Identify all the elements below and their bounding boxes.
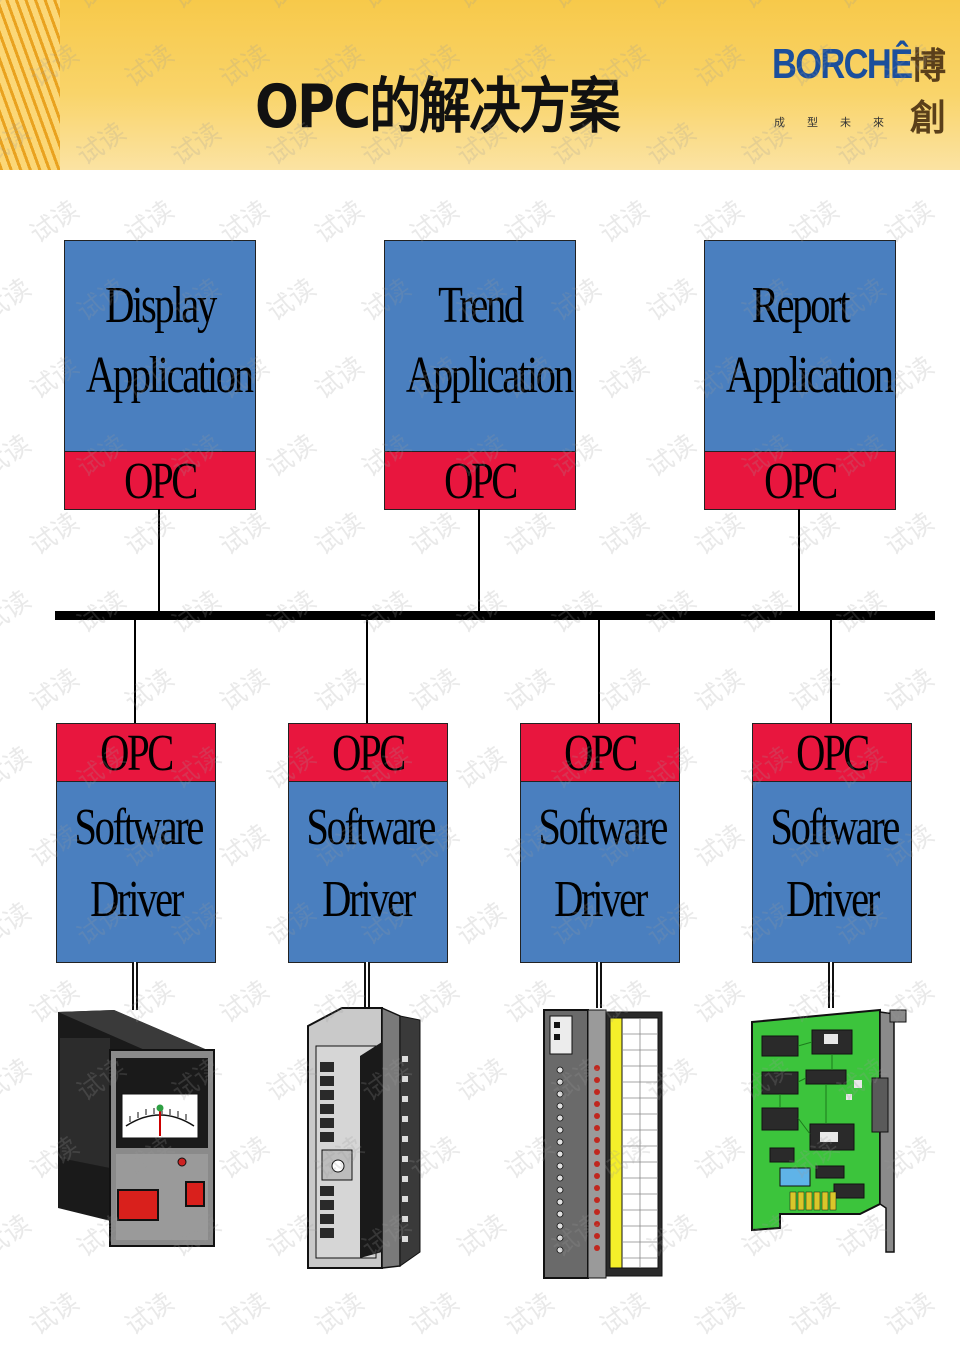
software-driver-box: OPC Software Driver <box>752 723 912 963</box>
watermark-text: 试读 <box>310 507 370 561</box>
watermark-text: 试读 <box>0 585 37 639</box>
watermark-text: 试读 <box>880 1287 940 1341</box>
application-opc-interface: OPC <box>705 451 895 510</box>
watermark-text: 试读 <box>595 507 655 561</box>
network-bus <box>55 611 935 620</box>
watermark-text: 试读 <box>452 1209 512 1263</box>
display-application-box: Display Application OPC <box>64 240 256 510</box>
watermark-text: 试读 <box>310 195 370 249</box>
watermark-text: 试读 <box>690 1131 750 1185</box>
watermark-text: 试读 <box>120 1287 180 1341</box>
watermark-text: 试读 <box>262 273 322 327</box>
logo-text: BORCHÊ <box>772 40 913 87</box>
watermark-text: 试读 <box>595 351 655 405</box>
io-module-icon <box>307 1006 421 1269</box>
driver-opc-interface: OPC <box>57 724 215 782</box>
application-name: Display Application <box>85 277 254 404</box>
header-banner: OPC的解决方案 BORCHÊ 成型未來 博創 <box>0 0 960 170</box>
watermark-text: 试读 <box>0 273 37 327</box>
watermark-text: 试读 <box>642 429 702 483</box>
watermark-text: 试读 <box>0 1209 37 1263</box>
driver-name: Software Driver <box>538 799 668 928</box>
watermark-text: 试读 <box>25 663 85 717</box>
panel-meter-icon <box>58 1010 215 1247</box>
connector-line <box>830 619 832 723</box>
borche-logo: BORCHÊ 成型未來 <box>772 40 913 140</box>
watermark-text: 试读 <box>690 819 750 873</box>
watermark-text: 试读 <box>310 351 370 405</box>
software-driver-box: OPC Software Driver <box>520 723 680 963</box>
device-cable <box>132 962 138 1010</box>
watermark-text: 试读 <box>405 663 465 717</box>
driver-name: Software Driver <box>770 799 900 928</box>
connector-line <box>598 619 600 723</box>
watermark-text: 试读 <box>785 663 845 717</box>
watermark-text: 试读 <box>452 897 512 951</box>
application-name: Report Application <box>725 277 894 404</box>
driver-opc-interface: OPC <box>521 724 679 782</box>
watermark-text: 试读 <box>310 663 370 717</box>
connector-line <box>366 619 368 723</box>
watermark-text: 试读 <box>690 663 750 717</box>
connector-line <box>158 509 160 613</box>
connector-line <box>134 619 136 723</box>
watermark-text: 试读 <box>452 1053 512 1107</box>
application-opc-interface: OPC <box>65 451 255 510</box>
watermark-text: 试读 <box>500 1287 560 1341</box>
watermark-text: 试读 <box>215 1131 275 1185</box>
watermark-text: 试读 <box>310 1287 370 1341</box>
application-name: Trend Application <box>405 277 574 404</box>
watermark-text: 试读 <box>595 1287 655 1341</box>
watermark-text: 试读 <box>785 507 845 561</box>
driver-name: Software Driver <box>74 799 204 928</box>
watermark-text: 试读 <box>690 975 750 1029</box>
watermark-text: 试读 <box>0 897 37 951</box>
watermark-text: 试读 <box>405 507 465 561</box>
interface-card-icon <box>751 1008 907 1253</box>
watermark-text: 试读 <box>690 507 750 561</box>
watermark-text: 试读 <box>120 663 180 717</box>
driver-opc-interface: OPC <box>289 724 447 782</box>
watermark-text: 试读 <box>452 741 512 795</box>
watermark-text: 试读 <box>690 1287 750 1341</box>
header-stripes <box>0 0 60 170</box>
device-cable <box>596 962 602 1008</box>
watermark-text: 试读 <box>215 975 275 1029</box>
watermark-text: 试读 <box>0 1053 37 1107</box>
device-cable <box>364 962 370 1008</box>
io-terminal-icon <box>543 1009 663 1279</box>
watermark-text: 试读 <box>880 507 940 561</box>
connector-line <box>798 509 800 613</box>
watermark-text: 试读 <box>642 273 702 327</box>
software-driver-box: OPC Software Driver <box>56 723 216 963</box>
watermark-text: 试读 <box>500 507 560 561</box>
connector-line <box>478 509 480 613</box>
watermark-text: 试读 <box>595 663 655 717</box>
watermark-text: 试读 <box>25 1287 85 1341</box>
driver-opc-interface: OPC <box>753 724 911 782</box>
watermark-text: 试读 <box>785 1287 845 1341</box>
logo-subtitle: 成型未來 <box>774 116 906 129</box>
watermark-text: 试读 <box>215 507 275 561</box>
watermark-text: 试读 <box>262 429 322 483</box>
software-driver-box: OPC Software Driver <box>288 723 448 963</box>
driver-name: Software Driver <box>306 799 436 928</box>
watermark-text: 试读 <box>500 663 560 717</box>
application-opc-interface: OPC <box>385 451 575 510</box>
watermark-text: 试读 <box>595 195 655 249</box>
watermark-text: 试读 <box>0 429 37 483</box>
trend-application-box: Trend Application OPC <box>384 240 576 510</box>
watermark-text: 试读 <box>0 741 37 795</box>
watermark-text: 试读 <box>25 507 85 561</box>
device-cable <box>828 962 834 1008</box>
watermark-text: 试读 <box>215 1287 275 1341</box>
watermark-text: 试读 <box>120 507 180 561</box>
page-title: OPC的解决方案 <box>255 72 621 142</box>
watermark-text: 试读 <box>880 663 940 717</box>
logo-vertical-text: 博創 <box>910 45 947 139</box>
watermark-text: 试读 <box>215 663 275 717</box>
watermark-text: 试读 <box>215 819 275 873</box>
report-application-box: Report Application OPC <box>704 240 896 510</box>
watermark-text: 试读 <box>405 1287 465 1341</box>
